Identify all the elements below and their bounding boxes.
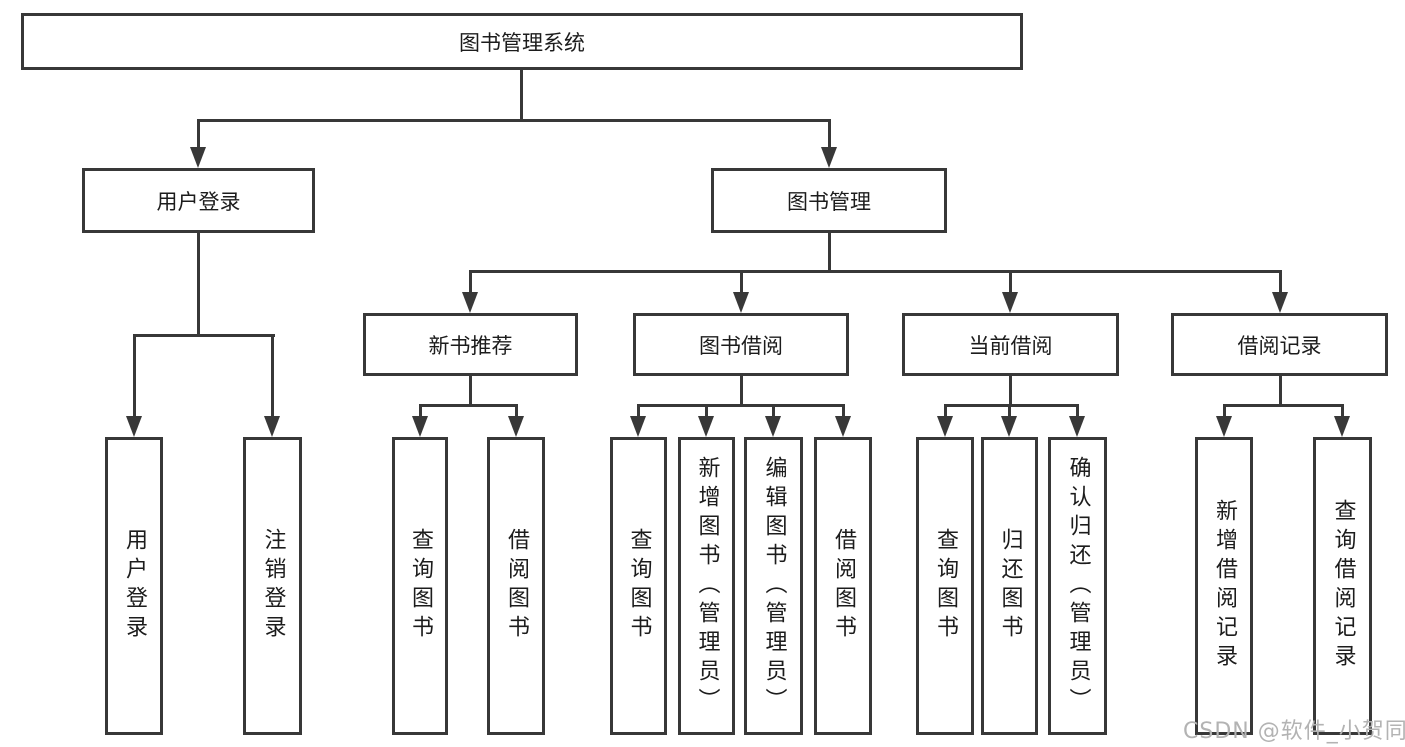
leaf-logout: 注销登录 bbox=[243, 437, 302, 735]
node-borrow-records: 借阅记录 bbox=[1171, 313, 1388, 376]
arrowhead-icon bbox=[126, 416, 142, 437]
leaf-confirm-return-admin: 确认归还（管理员） bbox=[1048, 437, 1107, 735]
leaf-borrow-books-label: 借阅图书 bbox=[831, 528, 856, 644]
connector-line bbox=[197, 119, 831, 122]
node-user-login-label: 用户登录 bbox=[156, 189, 241, 214]
connector-line bbox=[419, 404, 422, 418]
leaf-current-query-books-label: 查询图书 bbox=[933, 528, 958, 644]
node-book-borrow: 图书借阅 bbox=[633, 313, 849, 376]
connector-line bbox=[197, 233, 200, 336]
connector-line bbox=[515, 404, 518, 418]
connector-line bbox=[469, 376, 472, 407]
arrowhead-icon bbox=[937, 416, 953, 437]
arrowhead-icon bbox=[264, 416, 280, 437]
leaf-add-book-admin-label: 新增图书（管理员） bbox=[694, 455, 720, 717]
arrowhead-icon bbox=[1272, 292, 1288, 313]
leaf-add-borrow-record-label: 新增借阅记录 bbox=[1212, 499, 1237, 673]
connector-line bbox=[828, 119, 831, 149]
connector-line bbox=[740, 376, 743, 407]
node-new-book-recommend-label: 新书推荐 bbox=[428, 333, 513, 358]
connector-line bbox=[1223, 404, 1226, 418]
arrowhead-icon bbox=[821, 147, 837, 168]
leaf-user-login-label: 用户登录 bbox=[122, 528, 147, 644]
arrowhead-icon bbox=[508, 416, 524, 437]
node-user-login: 用户登录 bbox=[82, 168, 315, 233]
connector-line bbox=[740, 270, 743, 294]
leaf-edit-book-admin-label: 编辑图书（管理员） bbox=[761, 455, 787, 717]
node-current-borrow: 当前借阅 bbox=[902, 313, 1119, 376]
leaf-return-books: 归还图书 bbox=[981, 437, 1038, 735]
arrowhead-icon bbox=[1216, 416, 1232, 437]
connector-line bbox=[419, 404, 518, 407]
connector-line bbox=[944, 404, 947, 418]
arrowhead-icon bbox=[630, 416, 646, 437]
connector-line bbox=[1279, 270, 1282, 294]
connector-line bbox=[772, 404, 775, 418]
arrowhead-icon bbox=[462, 292, 478, 313]
node-book-borrow-label: 图书借阅 bbox=[699, 333, 783, 358]
leaf-return-books-label: 归还图书 bbox=[997, 528, 1023, 644]
connector-line bbox=[1008, 404, 1011, 418]
arrowhead-icon bbox=[765, 416, 781, 437]
leaf-add-borrow-record: 新增借阅记录 bbox=[1195, 437, 1253, 735]
node-book-management-label: 图书管理 bbox=[787, 189, 871, 214]
node-root-label: 图书管理系统 bbox=[459, 30, 585, 55]
connector-line bbox=[828, 233, 831, 273]
leaf-user-login: 用户登录 bbox=[105, 437, 163, 735]
leaf-recommend-query-books: 查询图书 bbox=[392, 437, 448, 735]
connector-line bbox=[469, 270, 472, 294]
connector-line bbox=[1009, 376, 1012, 407]
node-borrow-records-label: 借阅记录 bbox=[1237, 333, 1322, 358]
arrowhead-icon bbox=[1069, 416, 1085, 437]
arrowhead-icon bbox=[835, 416, 851, 437]
connector-line bbox=[944, 404, 1079, 407]
leaf-query-borrow-record-label: 查询借阅记录 bbox=[1330, 499, 1356, 673]
arrowhead-icon bbox=[1334, 416, 1350, 437]
leaf-borrow-query-books: 查询图书 bbox=[610, 437, 667, 735]
node-book-management: 图书管理 bbox=[711, 168, 947, 233]
node-root: 图书管理系统 bbox=[21, 13, 1023, 70]
connector-line bbox=[133, 334, 136, 418]
connector-line bbox=[1223, 404, 1344, 407]
connector-line bbox=[705, 404, 708, 418]
leaf-recommend-borrow-books-label: 借阅图书 bbox=[504, 528, 529, 644]
connector-line bbox=[1076, 404, 1079, 418]
connector-line bbox=[1279, 376, 1282, 407]
connector-line bbox=[1009, 270, 1012, 294]
node-current-borrow-label: 当前借阅 bbox=[968, 333, 1053, 358]
arrowhead-icon bbox=[412, 416, 428, 437]
leaf-confirm-return-admin-label: 确认归还（管理员） bbox=[1065, 455, 1091, 717]
connector-line bbox=[520, 69, 523, 121]
arrowhead-icon bbox=[733, 292, 749, 313]
node-new-book-recommend: 新书推荐 bbox=[363, 313, 578, 376]
leaf-borrow-query-books-label: 查询图书 bbox=[626, 528, 652, 644]
arrowhead-icon bbox=[698, 416, 714, 437]
connector-line bbox=[469, 270, 1282, 273]
arrowhead-icon bbox=[1001, 416, 1017, 437]
connector-line bbox=[271, 334, 274, 418]
leaf-add-book-admin: 新增图书（管理员） bbox=[678, 437, 735, 735]
leaf-query-borrow-record: 查询借阅记录 bbox=[1313, 437, 1372, 735]
arrowhead-icon bbox=[1002, 292, 1018, 313]
connector-line bbox=[842, 404, 845, 418]
leaf-logout-label: 注销登录 bbox=[260, 528, 286, 644]
leaf-recommend-query-books-label: 查询图书 bbox=[408, 528, 433, 644]
connector-line bbox=[637, 404, 640, 418]
leaf-recommend-borrow-books: 借阅图书 bbox=[487, 437, 545, 735]
leaf-edit-book-admin: 编辑图书（管理员） bbox=[744, 437, 803, 735]
connector-line bbox=[637, 404, 845, 407]
watermark: CSDN @软件_小贺同学 bbox=[1183, 719, 1405, 744]
connector-line bbox=[133, 334, 275, 337]
connector-line bbox=[1341, 404, 1344, 418]
connector-line bbox=[197, 119, 200, 149]
arrowhead-icon bbox=[190, 147, 206, 168]
leaf-borrow-books: 借阅图书 bbox=[814, 437, 872, 735]
leaf-current-query-books: 查询图书 bbox=[916, 437, 974, 735]
